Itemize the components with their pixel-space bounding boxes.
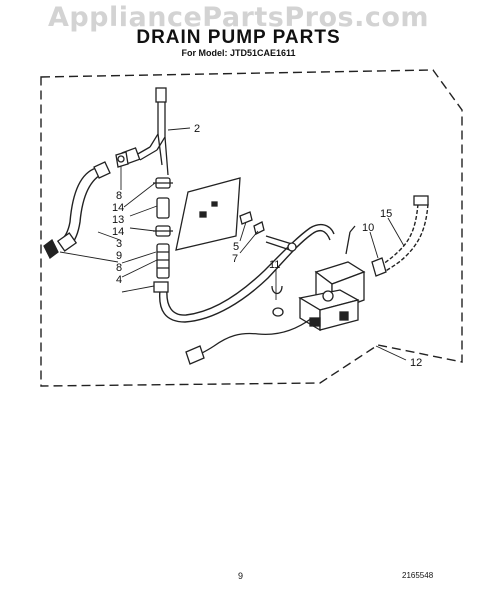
clamp-part-4 (153, 281, 169, 293)
callout-4: 4 (116, 274, 122, 286)
callout-14-upper: 14 (112, 202, 124, 214)
fitting-part-5 (239, 211, 253, 225)
callout-15: 15 (380, 208, 392, 220)
fitting-part-14-lower (153, 225, 173, 237)
callout-5: 5 (233, 241, 239, 253)
page-number: 9 (238, 571, 244, 581)
clamp-part-8-upper (115, 151, 129, 168)
tube-part-2 (121, 87, 169, 176)
assembly-boundary (40, 69, 463, 387)
drain-pump-body (298, 225, 366, 332)
callout-8-upper: 8 (116, 190, 122, 202)
parts-artwork (43, 87, 429, 365)
hose-cuff-part-3 (56, 232, 78, 252)
callout-3: 3 (116, 238, 122, 250)
gasket-plate-part-6 (175, 177, 241, 251)
clamp-part-10 (371, 257, 387, 277)
callout-14-lower: 14 (112, 226, 124, 238)
power-cord (199, 317, 313, 355)
callout-8-lower: 8 (116, 262, 122, 274)
model-subtitle: For Model: JTD51CAE1611 (181, 48, 296, 58)
callout-12: 12 (410, 357, 422, 369)
cap-part-9-left (43, 239, 59, 259)
tube-part-13 (156, 197, 170, 219)
document-number: 2165548 (402, 571, 434, 580)
float-part-11 (271, 285, 284, 317)
fitting-part-14-upper (153, 177, 173, 189)
hose-end-part-15 (413, 195, 429, 206)
hose-part-4 (158, 223, 335, 323)
callout-9: 9 (116, 250, 122, 262)
fitting-part-7 (253, 221, 265, 235)
watermark-text: AppliancePartsPros.com (47, 2, 430, 33)
short-tube (265, 235, 293, 251)
page-title: DRAIN PUMP PARTS (136, 27, 341, 48)
callout-11: 11 (269, 259, 280, 271)
callout-13: 13 (112, 214, 124, 226)
power-plug (185, 345, 205, 365)
connector-part-9 (156, 243, 170, 279)
leader-lines (59, 127, 407, 361)
hose-part-15 (379, 203, 429, 273)
callout-7: 7 (232, 253, 238, 265)
hose-end-part-3 (93, 161, 111, 179)
short-tube-end (287, 242, 297, 252)
callout-10: 10 (362, 222, 374, 234)
callout-2: 2 (194, 123, 200, 135)
